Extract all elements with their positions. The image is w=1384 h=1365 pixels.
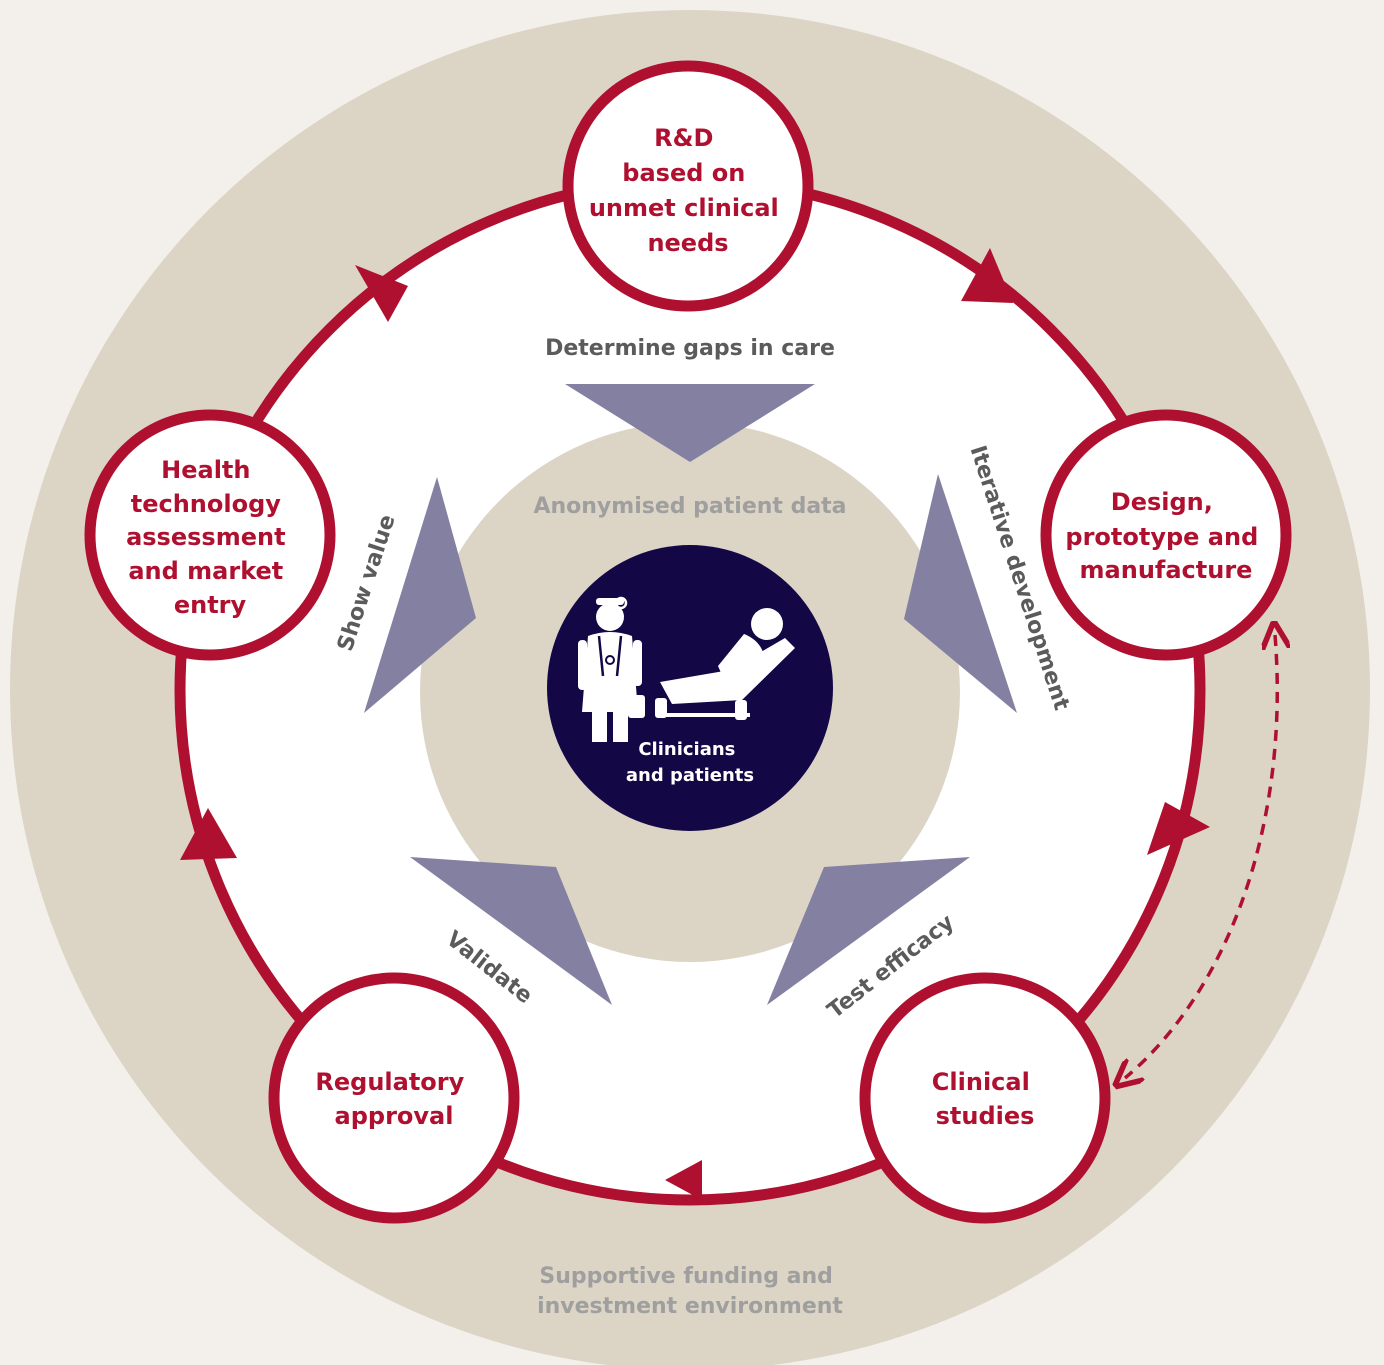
doctor-and-patient-icon [578,596,795,742]
doctor-icon [578,596,645,742]
process-arrow-value [364,477,476,713]
process-arrow-efficacy [767,857,970,1005]
stage-node-regulatory [268,972,520,1224]
stage-node-rnd [562,60,814,312]
stage-label-rnd: R&D based on unmet clinical needs [589,124,787,257]
stage-node-design [1040,409,1292,661]
center-label: Clinicians and patients [626,739,754,786]
stage-label-hta: Health technology assessment and market … [126,456,294,619]
cycle-direction-arrow [665,1160,702,1200]
process-arrow-iterative [904,474,1017,713]
stage-label-regulatory: Regulatory approval [315,1068,472,1130]
cycle-direction-arrow [180,808,237,860]
cycle-direction-arrow [961,248,1013,303]
stage-node-clinical [859,972,1111,1224]
patient-icon [655,608,795,720]
feedback-dashed-arrow [1125,635,1277,1078]
environment-label: Supportive funding and investment enviro… [537,1264,843,1319]
stage-node-hta [84,409,336,661]
cycle-direction-arrow [355,265,408,322]
process-arrow-validate [410,857,612,1005]
process-label-gaps: Determine gaps in care [545,336,835,361]
inner-ring-label: Anonymised patient data [533,494,846,519]
stage-label-design: Design, prototype and manufacture [1065,488,1266,584]
process-arrow-gaps [565,384,815,462]
stage-label-clinical: Clinical studies [932,1068,1038,1130]
